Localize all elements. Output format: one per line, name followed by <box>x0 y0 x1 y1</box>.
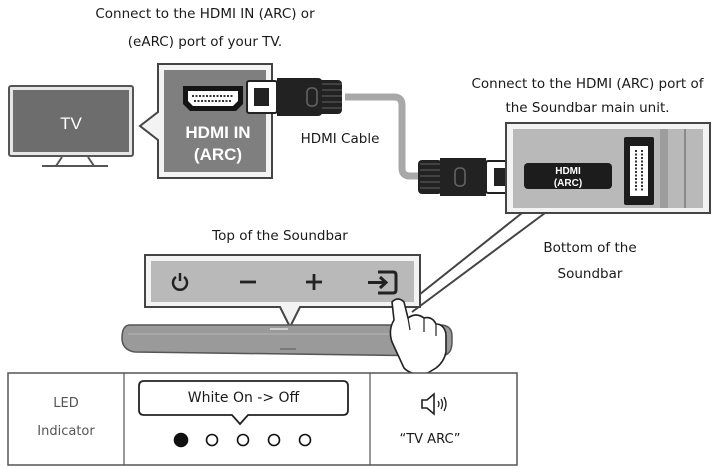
soundbar-port-caption-line1: Connect to the HDMI (ARC) port of <box>471 76 704 92</box>
tv-port-caption-line2: (eARC) port of your TV. <box>127 34 283 50</box>
soundbar-port-caption-line2: the Soundbar main unit. <box>505 100 670 116</box>
speaker-sound-icon <box>421 392 447 416</box>
tv-port-label-line2: (ARC) <box>194 145 242 164</box>
top-of-soundbar-caption: Top of the Soundbar <box>212 228 348 244</box>
plus-icon <box>306 274 322 290</box>
power-icon <box>171 273 189 291</box>
tv-port-caption-line1: Connect to the HDMI IN (ARC) or <box>95 6 315 22</box>
soundbar-port-label-line1: HDMI <box>555 166 581 177</box>
led-status-bubble-text: White On -> Off <box>187 390 300 406</box>
led-dot-off <box>267 433 281 447</box>
bottom-of-soundbar-caption-line1: Bottom of the <box>543 240 637 256</box>
hdmi-cable-caption: HDMI Cable <box>300 131 380 147</box>
tv-port-label-line1: HDMI IN <box>185 123 250 142</box>
soundbar-port-label-line2: (ARC) <box>554 178 582 189</box>
voice-prompt-text: “TV ARC” <box>399 432 461 447</box>
led-dot-off <box>236 433 250 447</box>
led-indicator-row <box>173 432 312 448</box>
led-dot-off <box>298 433 312 447</box>
led-table <box>7 372 518 466</box>
led-dot-on <box>173 432 189 448</box>
tv-illustration <box>8 85 134 167</box>
led-label-line2: Indicator <box>37 424 95 439</box>
tv-label: TV <box>60 114 82 133</box>
soundbar-top-panel <box>144 254 421 330</box>
bottom-of-soundbar-caption-line2: Soundbar <box>557 266 623 282</box>
led-dot-off <box>205 433 219 447</box>
soundbar-hdmi-port-callout <box>399 122 711 313</box>
led-label-line1: LED <box>53 396 79 411</box>
source-input-icon <box>368 270 398 295</box>
hand-icon <box>389 298 447 376</box>
